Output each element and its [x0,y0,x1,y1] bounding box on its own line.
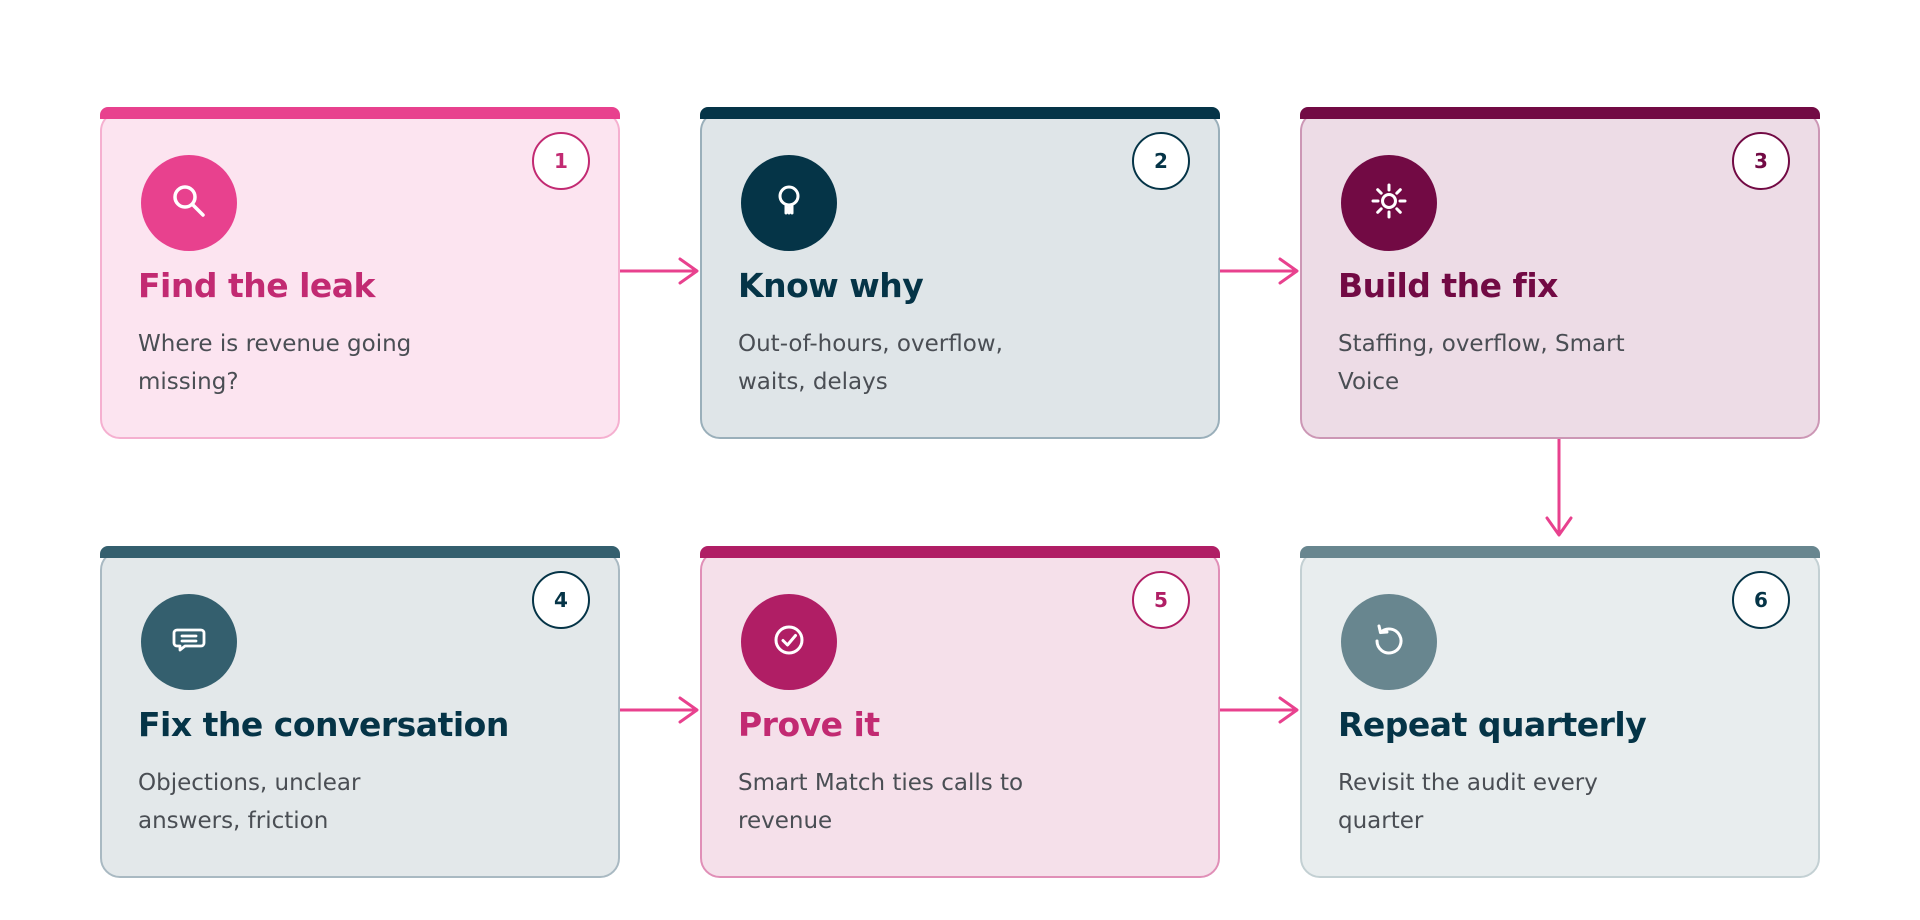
step-card-2: 2 Know why Out-of-hours, overflow, waits… [700,107,1220,439]
icon-circle [741,155,837,251]
step-number-badge: 2 [1132,132,1190,190]
icon-circle [741,594,837,690]
card-accent-bar [100,546,620,558]
card-accent-bar [1300,546,1820,558]
connector-2-3 [1220,257,1299,285]
lightbulb-icon [767,179,811,228]
check-circle-icon [767,618,811,667]
search-icon [167,179,211,228]
step-title: Prove it [738,705,880,744]
icon-circle [1341,155,1437,251]
step-number-badge: 3 [1732,132,1790,190]
step-description: Out-of-hours, overflow, waits, delays [738,331,1003,395]
gear-icon [1367,179,1411,228]
card-accent-bar [700,546,1220,558]
step-description: Staffing, overflow, Smart Voice [1338,331,1625,395]
step-description: Where is revenue going missing? [138,331,412,395]
step-number-badge: 6 [1732,571,1790,629]
chat-icon [167,618,211,667]
step-card-3: 3 Build the fix Staffing, overflow, Smar… [1300,107,1820,439]
step-title: Know why [738,266,924,305]
step-description: Objections, unclear answers, friction [138,770,361,834]
card-accent-bar [100,107,620,119]
connector-5-6 [1220,696,1299,724]
step-title: Repeat quarterly [1338,705,1647,744]
step-description: Smart Match ties calls to revenue [738,770,1024,834]
step-title: Build the fix [1338,266,1558,305]
step-description: Revisit the audit every quarter [1338,770,1598,834]
step-title: Find the leak [138,266,376,305]
step-number-badge: 5 [1132,571,1190,629]
connector-1-2 [620,257,699,285]
step-card-5: 5 Prove it Smart Match ties calls to rev… [700,546,1220,878]
card-accent-bar [700,107,1220,119]
icon-circle [141,594,237,690]
connector-4-5 [620,696,699,724]
refresh-icon [1367,618,1411,667]
step-card-4: 4 Fix the conversation Objections, uncle… [100,546,620,878]
connector-3-6 [1545,438,1573,537]
step-number-badge: 4 [532,571,590,629]
step-card-6: 6 Repeat quarterly Revisit the audit eve… [1300,546,1820,878]
step-number-badge: 1 [532,132,590,190]
step-card-1: 1 Find the leak Where is revenue going m… [100,107,620,439]
card-accent-bar [1300,107,1820,119]
icon-circle [1341,594,1437,690]
icon-circle [141,155,237,251]
step-title: Fix the conversation [138,705,509,744]
